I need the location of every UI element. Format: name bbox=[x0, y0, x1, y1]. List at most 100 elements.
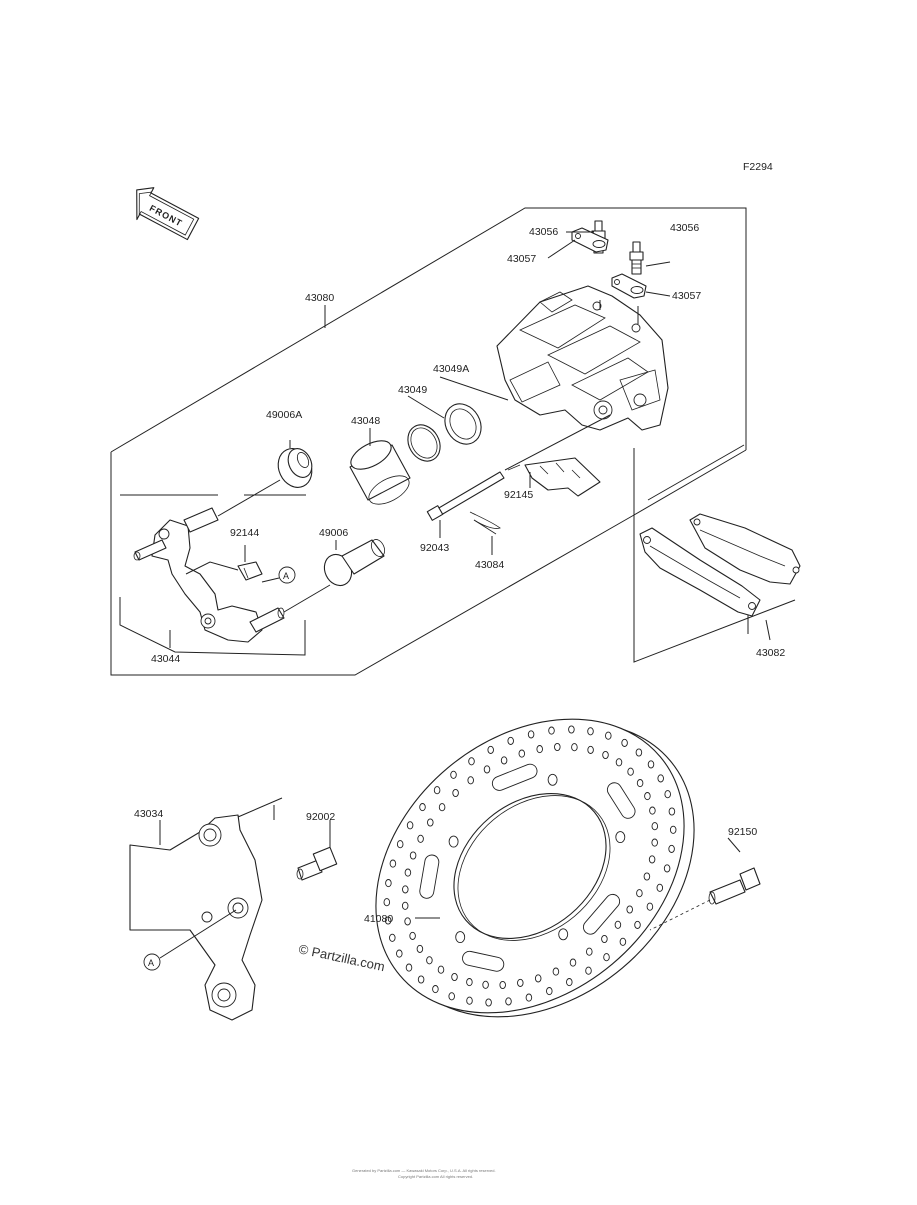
disc-drill-hole bbox=[427, 818, 434, 827]
disc-drill-hole bbox=[546, 987, 553, 996]
disc-drill-hole bbox=[585, 966, 592, 975]
disc-drill-hole bbox=[404, 868, 412, 877]
disc-drill-hole bbox=[664, 790, 671, 799]
bolt-92150 bbox=[708, 867, 761, 905]
disc-drill-hole bbox=[419, 803, 426, 812]
disc-drill-hole bbox=[536, 745, 543, 754]
disc-drill-hole bbox=[499, 980, 506, 990]
footer-line-2: Copyright Partzilla.com All rights reser… bbox=[398, 1174, 473, 1179]
label-92145: 92145 bbox=[504, 489, 533, 501]
disc-slot bbox=[419, 854, 440, 899]
disc-drill-hole bbox=[651, 822, 659, 831]
label-43080: 43080 bbox=[305, 292, 334, 304]
disc-drill-hole bbox=[646, 902, 654, 911]
bleed-cap-2 bbox=[611, 273, 647, 299]
label-43049: 43049 bbox=[398, 384, 427, 396]
disc-bolt-hole bbox=[547, 773, 558, 786]
bolt-92002 bbox=[296, 846, 338, 881]
callout-a-lower-text: A bbox=[148, 958, 154, 968]
boot-49006a bbox=[277, 448, 313, 488]
disc-drill-hole bbox=[621, 738, 628, 747]
boot-49006 bbox=[323, 539, 386, 587]
disc-drill-hole bbox=[554, 742, 561, 752]
leader-lines bbox=[369, 231, 771, 641]
label-43044: 43044 bbox=[151, 653, 180, 665]
disc-drill-hole bbox=[500, 756, 508, 765]
footer-line-1: Generated by Partzilla.com — Kawasaki Mo… bbox=[352, 1168, 496, 1173]
disc-drill-hole bbox=[517, 978, 524, 987]
figure-code: F2294 bbox=[743, 161, 773, 173]
disc-drill-hole bbox=[605, 731, 612, 740]
disc-drill-hole bbox=[668, 807, 676, 816]
disc-drill-hole bbox=[615, 758, 623, 767]
label-43056-right: 43056 bbox=[670, 222, 699, 234]
disc-drill-hole bbox=[466, 978, 473, 987]
disc-slot bbox=[462, 950, 505, 972]
disc-drill-hole bbox=[525, 993, 533, 1002]
disc-drill-hole bbox=[437, 965, 445, 974]
disc-drill-hole bbox=[405, 963, 413, 972]
disc-drill-hole bbox=[527, 730, 535, 739]
disc-drill-hole bbox=[603, 953, 610, 962]
disc-drill-hole bbox=[627, 767, 634, 776]
label-43057-right: 43057 bbox=[672, 290, 701, 302]
disc-drill-hole bbox=[416, 944, 424, 953]
label-43082: 43082 bbox=[756, 647, 785, 659]
brake-disc-41080 bbox=[375, 718, 695, 1018]
caliper-body bbox=[496, 285, 669, 431]
disc-drill-hole bbox=[587, 745, 594, 754]
retainer-92144 bbox=[237, 561, 263, 581]
disc-drill-hole bbox=[518, 749, 526, 758]
seal-43049a bbox=[444, 403, 482, 445]
disc-drill-hole bbox=[450, 770, 457, 779]
clip-43084 bbox=[469, 511, 501, 535]
disc-drill-hole bbox=[396, 840, 404, 849]
mount-bracket-43034 bbox=[129, 814, 263, 1021]
disc-drill-hole bbox=[663, 864, 671, 873]
disc-drill-hole bbox=[417, 834, 424, 843]
disc-drill-hole bbox=[552, 967, 560, 976]
watermark-text: © Partzilla.com bbox=[297, 941, 386, 974]
disc-drill-hole bbox=[485, 998, 492, 1007]
disc-drill-hole bbox=[636, 779, 644, 788]
label-43034: 43034 bbox=[134, 808, 163, 820]
disc-drill-hole bbox=[569, 958, 577, 967]
disc-drill-hole bbox=[404, 917, 411, 926]
watermark: © Partzilla.com bbox=[297, 941, 386, 974]
disc-drill-hole bbox=[651, 838, 658, 847]
disc-drill-hole bbox=[614, 920, 622, 929]
bleed-cap-1 bbox=[571, 227, 609, 253]
disc-slot bbox=[491, 763, 538, 791]
disc-drill-hole bbox=[426, 956, 433, 965]
brake-pad-front bbox=[639, 527, 761, 617]
piston-43048 bbox=[349, 440, 411, 505]
disc-slot bbox=[582, 893, 621, 935]
disc-bolt-hole bbox=[558, 928, 569, 941]
disc-drill-hole bbox=[483, 765, 491, 774]
disc-drill-hole bbox=[467, 776, 474, 785]
disc-drill-hole bbox=[384, 916, 392, 925]
disc-bolt-hole bbox=[455, 931, 466, 944]
disc-drill-hole bbox=[635, 748, 643, 757]
brake-pad-rear bbox=[689, 513, 801, 585]
part-labels: 43056 43056 43057 43057 43080 43049A 430… bbox=[134, 222, 785, 925]
disc-drill-hole bbox=[571, 743, 578, 752]
disc-drill-hole bbox=[433, 786, 441, 795]
callout-a-upper: A bbox=[278, 566, 296, 584]
pad-spring-92145 bbox=[524, 457, 601, 497]
label-43056-top: 43056 bbox=[529, 226, 558, 238]
front-arrow-icon: FRONT bbox=[136, 187, 200, 241]
disc-drill-hole bbox=[409, 931, 416, 940]
disc-drill-hole bbox=[482, 980, 489, 989]
disc-drill-hole bbox=[586, 947, 593, 956]
label-92150: 92150 bbox=[728, 826, 757, 838]
disc-drill-hole bbox=[385, 879, 392, 888]
disc-drill-hole bbox=[402, 885, 409, 894]
disc-drill-hole bbox=[647, 760, 655, 769]
disc-drill-hole bbox=[451, 972, 458, 982]
disc-drill-hole bbox=[432, 985, 439, 994]
disc-drill-hole bbox=[643, 872, 651, 881]
label-92043: 92043 bbox=[420, 542, 449, 554]
